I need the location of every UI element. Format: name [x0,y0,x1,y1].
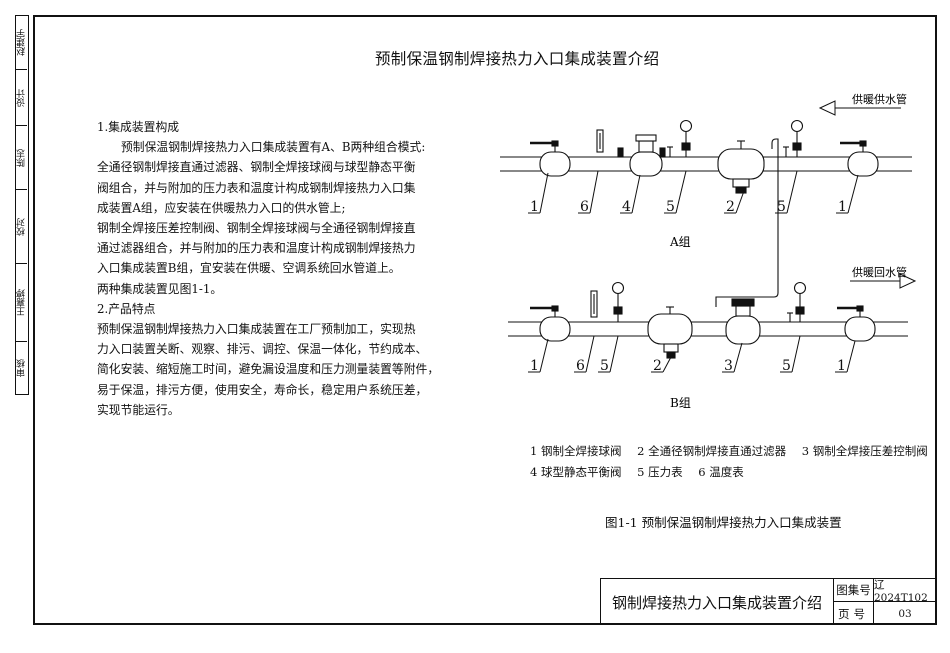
legend-item: 6 温度表 [698,465,744,479]
page-number-label: 页号 [834,602,874,625]
group-b-callouts [528,335,856,373]
text-line: 力入口装置关断、观察、排污、调控、保温一体化，节约成本、 [97,342,428,357]
section-heading: 1.集成装置构成 [97,120,180,134]
ball-valve-icon [837,305,876,342]
callout-number: 1 [530,199,539,215]
approval-strip: 赵建宇 设计 陈志 校对 王嘉婷 审核 [15,15,29,395]
text-line: 简化安装、缩短施工时间，避免漏设温度和压力测量装置等附件， [97,362,440,377]
text-line: 预制保温钢制焊接热力入口集成装置在工厂预制加工，实现热 [97,322,416,337]
impulse-tube [715,138,779,307]
supply-pipe-label: 供暖供水管 [818,92,907,116]
callout-number: 2 [653,358,662,374]
flow-arrow-icon [899,273,917,289]
approval-cell: 陈志 [16,126,27,190]
legend-item: 4 球型静态平衡阀 [530,465,622,479]
callout-number: 5 [666,199,675,215]
section-heading: 2.产品特点 [97,301,156,316]
component-legend: 1 钢制全焊接球阀 2 全通径钢制焊接直通过滤器 3 钢制全焊接压差控制阀 4 … [530,441,928,483]
description-text: 1.集成装置构成 预制保温钢制焊接热力入口集成装置有A、B两种组合模式: 全通径… [97,117,440,420]
text-line: 通过滤器组合，并与附加的压力表和温度计构成钢制焊接热力 [97,241,416,256]
drawing-frame [33,15,937,625]
legend-row: 4 球型静态平衡阀 5 压力表 6 温度表 [530,462,928,483]
text-line: 成装置A组，应安装在供暖热力入口的供水管上; [97,200,346,215]
group-a-label: A组 [669,235,691,249]
group-b-callout-numbers: 1 6 5 2 3 5 1 [530,358,846,374]
callout-number: 4 [622,199,631,215]
approval-cell: 校对 [16,190,27,264]
thermometer-icon [590,290,598,318]
flow-arrow-icon [818,100,836,116]
text-line: 阀组合，并与附加的压力表和温度计构成钢制焊接热力入口集 [97,180,416,195]
ball-valve-icon [840,140,879,177]
pressure-gauge-icon [787,281,807,322]
atlas-number-value: 辽2024T102 [874,579,936,604]
ball-valve-icon [530,140,571,177]
figure-caption: 图1-1 预制保温钢制焊接热力入口集成装置 [605,515,842,530]
assembly-diagram: 供暖供水管 供暖回水管 [500,92,917,410]
strainer-icon [647,306,693,359]
callout-number: 6 [580,199,589,215]
title-block: 钢制焊接热力入口集成装置介绍 图集号 辽2024T102 页号 03 [600,578,937,625]
group-a-assembly [500,119,912,194]
approval-cell: 设计 [16,70,27,126]
legend-item: 1 钢制全焊接球阀 [530,444,622,458]
approval-cell: 赵建宇 [16,16,27,70]
balance-valve-icon [617,134,666,177]
text-line: 预制保温钢制焊接热力入口集成装置有A、B两种组合模式: [121,140,426,155]
return-label-text: 供暖回水管 [852,265,907,279]
return-pipe-label: 供暖回水管 [850,265,917,289]
pressure-gauge-icon [667,119,693,157]
callout-number: 5 [782,358,791,374]
pressure-control-valve-icon [720,296,761,345]
text-line: 易于保温，排污方便，使用安全，寿命长，稳定用户系统压差， [97,382,428,397]
callout-number: 1 [530,358,539,374]
group-a-callout-numbers: 1 6 4 5 2 5 1 [530,199,847,215]
text-line: 实现节能运行。 [97,402,180,417]
group-b-label: B组 [670,396,691,410]
atlas-number-label: 图集号 [834,579,874,602]
callout-number: 6 [576,358,585,374]
page-number-value: 03 [898,607,912,620]
page-title: 预制保温钢制焊接热力入口集成装置介绍 [375,50,660,68]
text-line: 全通径钢制焊接直通过滤器、钢制全焊接球阀与球型静态平衡 [97,160,416,175]
ball-valve-icon [530,305,571,342]
callout-number: 3 [724,358,733,374]
pressure-gauge-icon [783,119,804,157]
callout-number: 5 [600,358,609,374]
pressure-gauge-icon [611,281,625,322]
approval-cell: 王嘉婷 [16,264,27,342]
title-block-name: 钢制焊接热力入口集成装置介绍 [601,579,834,625]
supply-label-text: 供暖供水管 [852,92,907,106]
callout-number: 5 [777,199,786,215]
text-line: 两种集成装置见图1-1。 [97,281,223,296]
strainer-icon [717,140,765,194]
group-b-assembly [508,281,908,359]
approval-cell: 审核 [16,358,27,377]
callout-number: 1 [838,199,847,215]
legend-item: 5 压力表 [637,465,683,479]
callout-number: 2 [726,199,735,215]
thermometer-icon [596,129,604,153]
text-line: 入口集成装置B组，宜安装在供暖、空调系统回水管道上。 [97,261,401,276]
legend-item: 3 钢制全焊接压差控制阀 [801,444,928,458]
callout-number: 1 [837,358,846,374]
text-line: 钢制全焊接压差控制阀、钢制全焊接球阀与全通径钢制焊接直 [97,221,416,236]
legend-row: 1 钢制全焊接球阀 2 全通径钢制焊接直通过滤器 3 钢制全焊接压差控制阀 [530,441,928,462]
group-a-callouts [528,170,859,214]
legend-item: 2 全通径钢制焊接直通过滤器 [637,444,787,458]
